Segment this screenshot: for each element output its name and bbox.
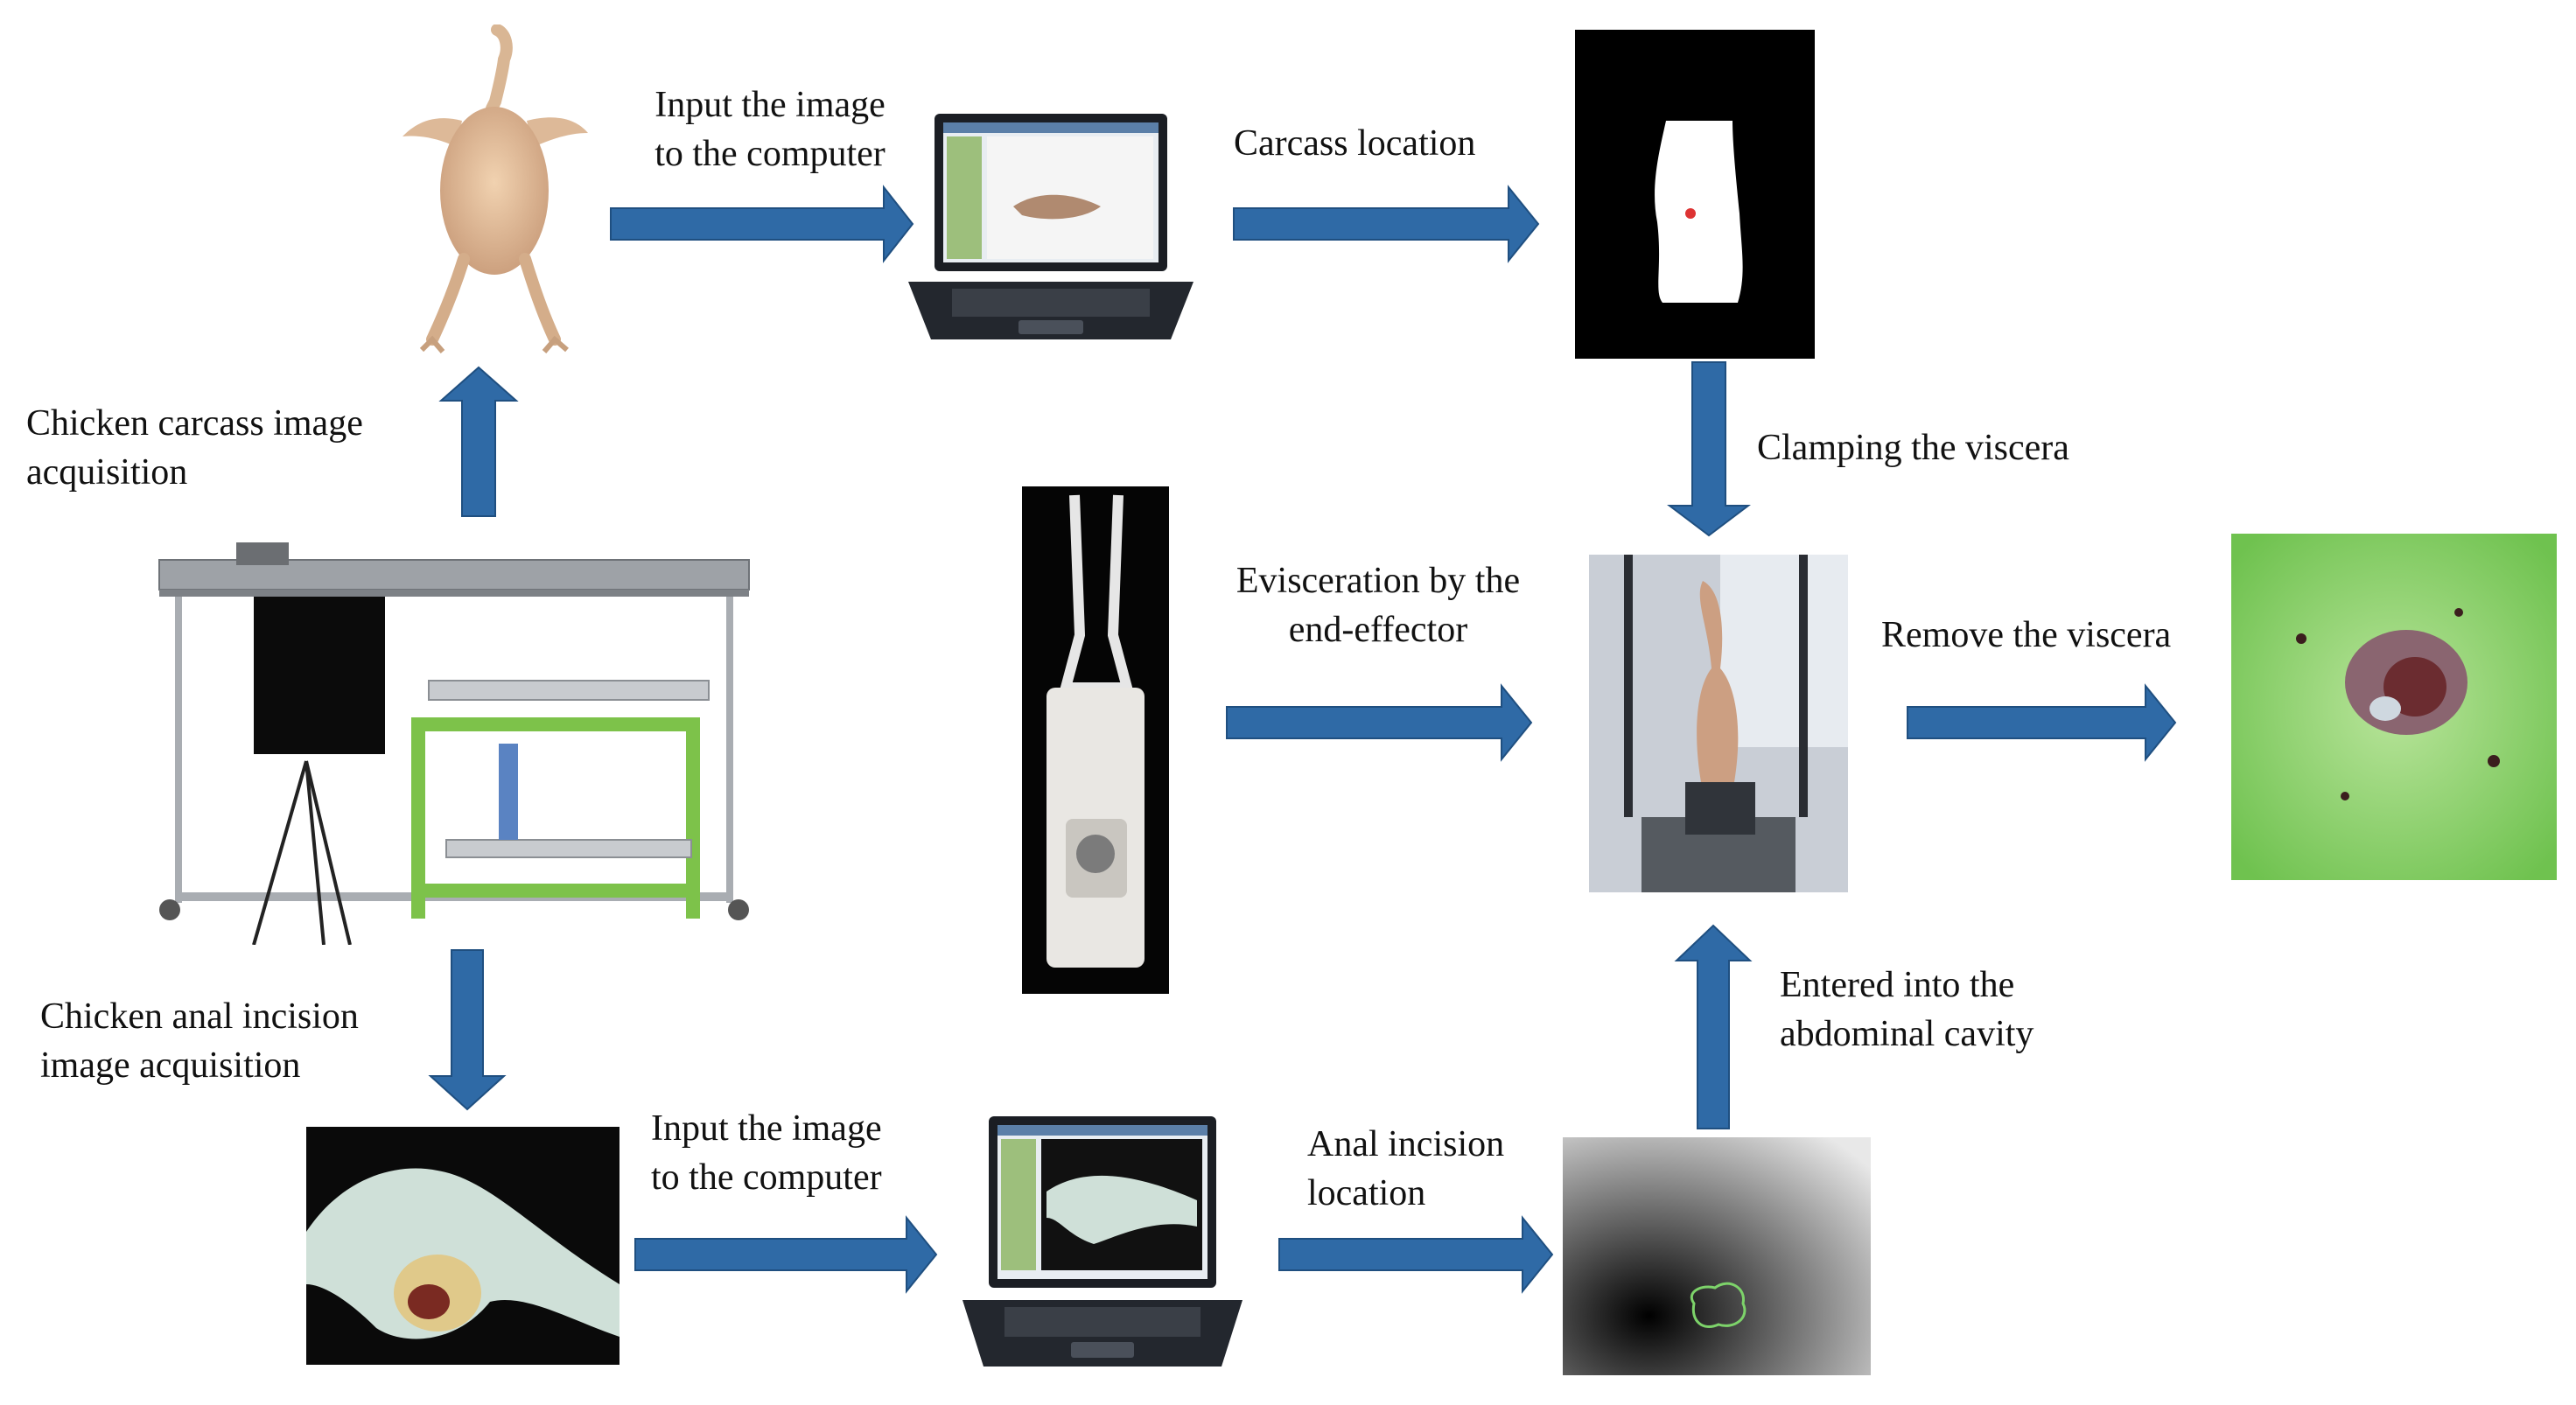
label-remove-viscera: Remove the viscera (1881, 615, 2172, 655)
arrow-to-clamp-from-effector (1226, 683, 1533, 762)
arrow-to-viscera-tray (1907, 683, 2177, 762)
anal-incision-photo (306, 1127, 620, 1365)
label-anal-incision-acquisition: Chicken anal incision image acquisition (40, 996, 359, 1086)
laptop-icon-top (908, 110, 1194, 348)
arrow-to-laptop-bottom (634, 1215, 938, 1294)
label-anal-incision-location: Anal incision location (1307, 1124, 1505, 1213)
label-evisceration: Evisceration by the end-effector (1236, 561, 1521, 650)
label-chicken-carcass-acquisition: Chicken carcass image acquisition (26, 403, 363, 493)
arrow-to-carcass-mask (1233, 185, 1540, 263)
incision-location-map (1563, 1137, 1871, 1375)
arrow-to-laptop-top (610, 185, 914, 263)
binary-mask-image (1575, 30, 1815, 359)
clamped-carcass-photo (1589, 555, 1848, 892)
arrow-down-to-clamp (1667, 361, 1751, 537)
label-input-image-bottom: Input the image to the computer (651, 1108, 882, 1198)
label-input-image-top: Input the image to the computer (654, 85, 886, 174)
evisceration-rig-render (158, 516, 752, 945)
arrow-up-to-carcass (438, 366, 519, 517)
label-entered-abdominal: Entered into the abdominal cavity (1780, 965, 2034, 1054)
arrow-down-to-anal-photo (428, 949, 507, 1111)
end-effector-photo (1022, 486, 1169, 994)
laptop-icon-bottom (962, 1113, 1242, 1375)
label-clamping-viscera: Clamping the viscera (1757, 428, 2069, 468)
chicken-carcass-photo (394, 24, 595, 357)
label-carcass-location: Carcass location (1234, 123, 1476, 164)
arrow-to-incision-map (1278, 1215, 1554, 1294)
viscera-tray-photo (2231, 534, 2557, 880)
arrow-up-to-clamp (1674, 924, 1753, 1129)
